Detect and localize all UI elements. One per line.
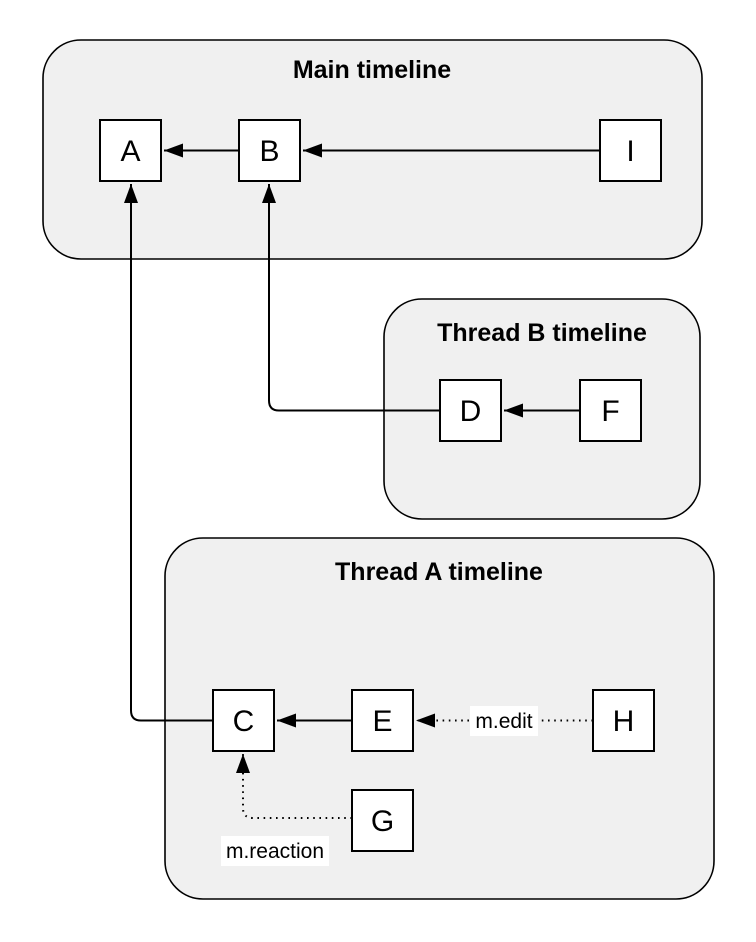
edge-label-m-reaction-bg [221,836,329,866]
group-title-thread-b-timeline: Thread B timeline [437,319,647,347]
node-g-box [351,789,414,852]
node-c-label: C [233,705,255,738]
node-b-label: B [259,135,279,168]
node-e-box [351,689,414,752]
node-i-label: I [626,135,634,168]
node-f-box [579,379,642,442]
group-thread-a-timeline [164,537,715,900]
node-h-box [592,689,655,752]
edge-c-to-a [124,184,213,722]
node-h-label: H [613,705,635,738]
node-f-label: F [601,395,619,428]
node-d-box [439,379,502,442]
group-title-main-timeline: Main timeline [293,56,451,84]
node-g-label: G [371,805,394,838]
edge-label-m-edit: m.edit [475,710,532,733]
edge-label-m-edit-bg [470,706,538,736]
node-c-box [212,689,275,752]
group-title-thread-a-timeline: Thread A timeline [335,558,543,586]
node-a-label: A [120,135,140,168]
node-a-box [99,119,162,182]
node-i-box [599,119,662,182]
edge-d-to-b [262,184,440,412]
edge-label-m-reaction: m.reaction [226,840,324,863]
group-thread-b-timeline [383,298,701,520]
node-e-label: E [372,705,392,738]
node-b-box [238,119,301,182]
node-d-label: D [460,395,482,428]
